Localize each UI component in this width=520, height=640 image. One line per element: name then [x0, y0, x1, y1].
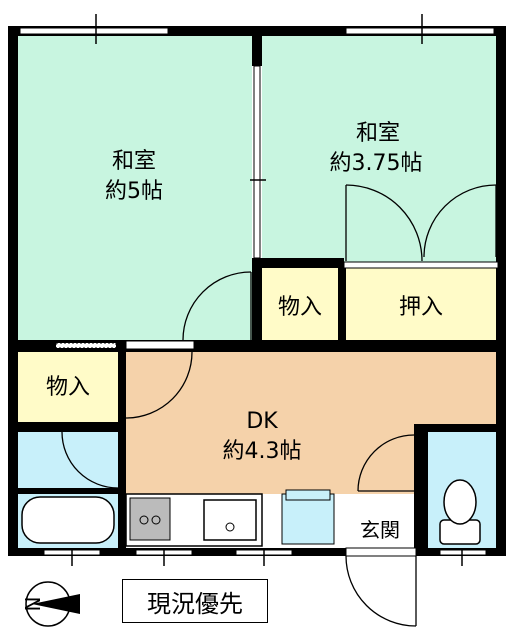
- genkan-floor: [344, 510, 414, 548]
- washroom-floor: [16, 430, 120, 490]
- washitsu-left-name: 和室: [112, 149, 156, 174]
- dk-name: DK: [246, 409, 278, 434]
- dk-size: 約4.3帖: [223, 439, 302, 464]
- oshiire-floor: [344, 268, 498, 344]
- door-swings: [61, 184, 497, 627]
- appliance: [281, 493, 335, 545]
- toilet: [439, 479, 481, 545]
- storage-center-label: 物入: [278, 295, 322, 320]
- storage-center-floor: [262, 268, 338, 344]
- washitsu-right-size: 約3.75帖: [330, 151, 423, 176]
- washitsu-right-floor: [262, 36, 498, 262]
- oshiire-label: 押入: [399, 295, 443, 320]
- washitsu-left-floor: [16, 36, 252, 344]
- sink: [203, 499, 257, 541]
- stove: [129, 497, 171, 541]
- storage-left-label: 物入: [46, 375, 90, 400]
- bathtub: [21, 496, 115, 544]
- genkan-label: 玄関: [360, 518, 400, 542]
- washitsu-right-name: 和室: [356, 121, 400, 146]
- status-note: 現況優先: [122, 579, 268, 623]
- washitsu-left-size: 約5帖: [105, 179, 163, 204]
- compass-label: N: [21, 597, 45, 612]
- storage-left-floor: [16, 350, 120, 422]
- compass-icon: N: [21, 581, 80, 627]
- top-windows: [19, 27, 495, 35]
